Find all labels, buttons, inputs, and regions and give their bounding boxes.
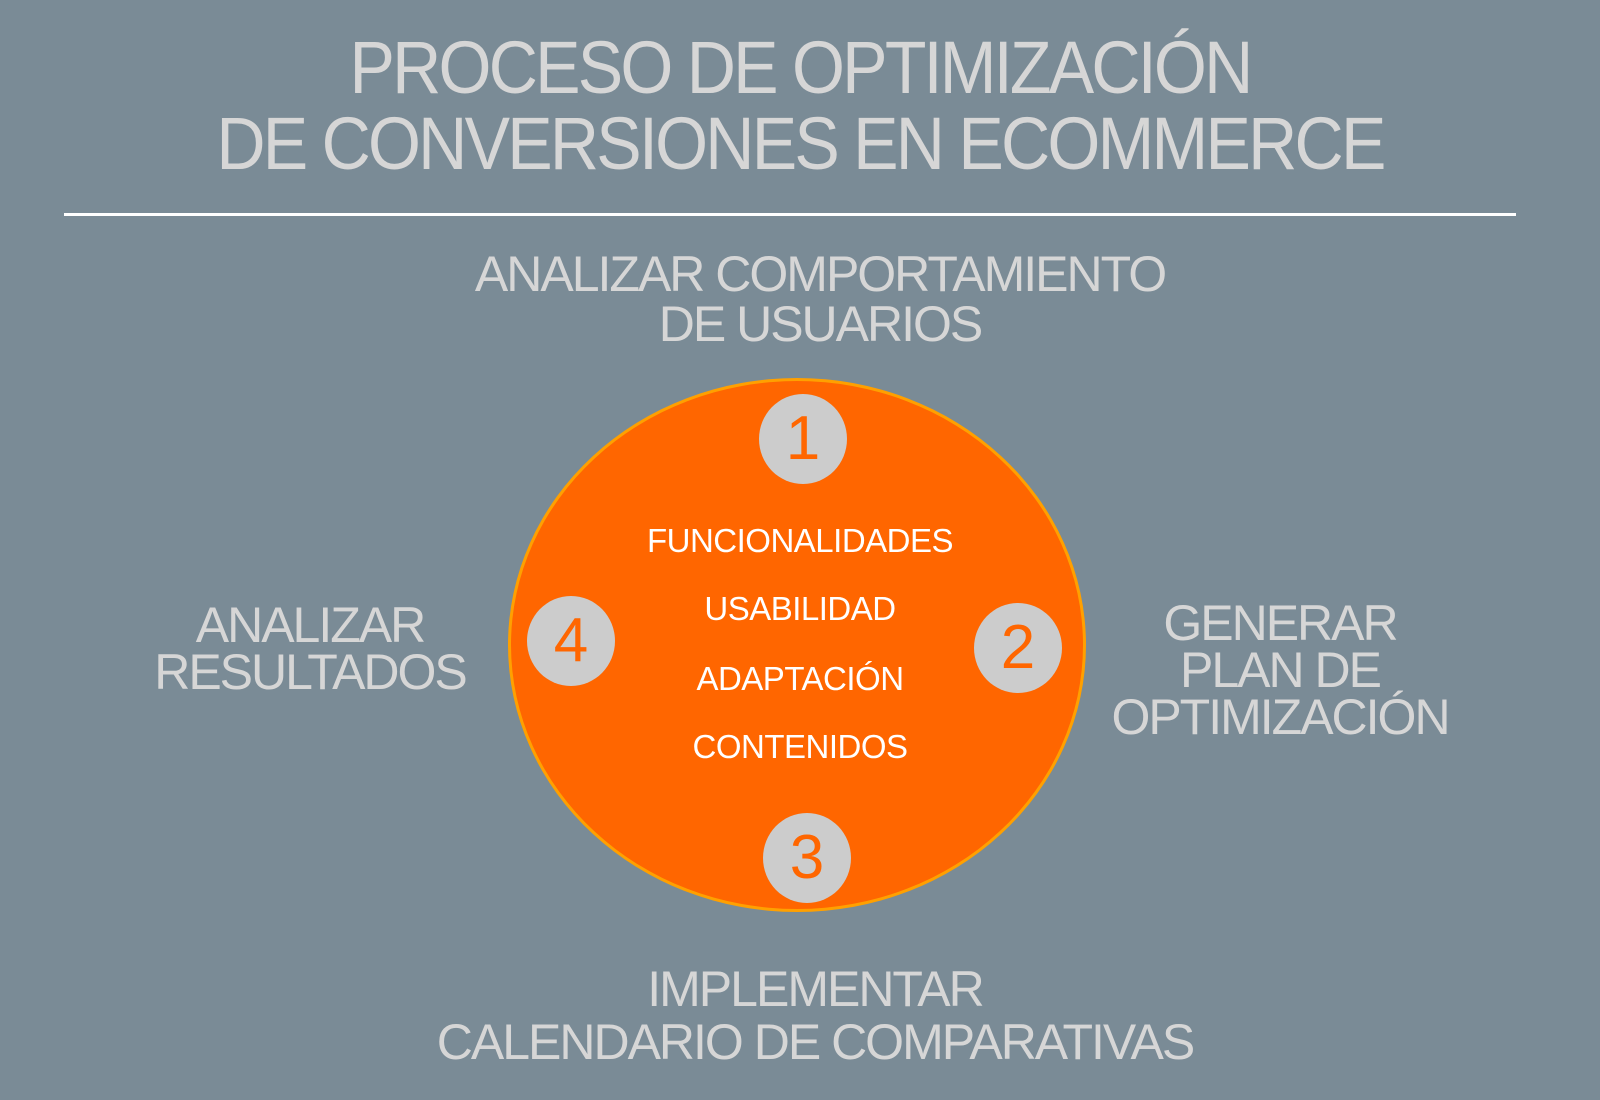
step-1-label: ANALIZAR COMPORTAMIENTO DE USUARIOS [400, 249, 1240, 349]
step-4-label: ANALIZAR RESULTADOS [120, 597, 500, 700]
step-2-label-line: PLAN DE [1180, 642, 1382, 698]
step-1-label-line: ANALIZAR COMPORTAMIENTO [474, 246, 1167, 302]
step-3-label-line: IMPLEMENTAR [647, 961, 984, 1017]
step-2-badge: 2 [974, 603, 1062, 693]
focus-area-funcionalidades: FUNCIONALIDADES [646, 522, 954, 559]
step-3-label: IMPLEMENTAR CALENDARIO DE COMPARATIVAS [340, 963, 1290, 1069]
step-2-label: GENERAR PLAN DE OPTIMIZACIÓN [1090, 595, 1470, 745]
step-2-label-line: OPTIMIZACIÓN [1111, 689, 1450, 745]
step-4-label-line: ANALIZAR [195, 597, 427, 653]
step-2-label-line: GENERAR [1163, 595, 1398, 651]
title-divider [64, 213, 1516, 216]
step-3-badge: 3 [763, 813, 851, 903]
focus-area-usabilidad: USABILIDAD [704, 590, 896, 627]
title-line-1: PROCESO DE OPTIMIZACIÓN [349, 26, 1253, 109]
focus-area-adaptacion: ADAPTACIÓN [696, 660, 904, 697]
step-3-label-line: CALENDARIO DE COMPARATIVAS [436, 1014, 1195, 1070]
step-4-badge: 4 [527, 596, 615, 686]
step-4-label-line: RESULTADOS [154, 644, 468, 700]
title-line-2: DE CONVERSIONES EN ECOMMERCE [216, 102, 1386, 185]
focus-area-contenidos: CONTENIDOS [692, 728, 908, 765]
step-1-label-line: DE USUARIOS [658, 296, 984, 352]
step-1-badge: 1 [759, 394, 847, 484]
page-title: PROCESO DE OPTIMIZACIÓN DE CONVERSIONES … [64, 30, 1536, 182]
